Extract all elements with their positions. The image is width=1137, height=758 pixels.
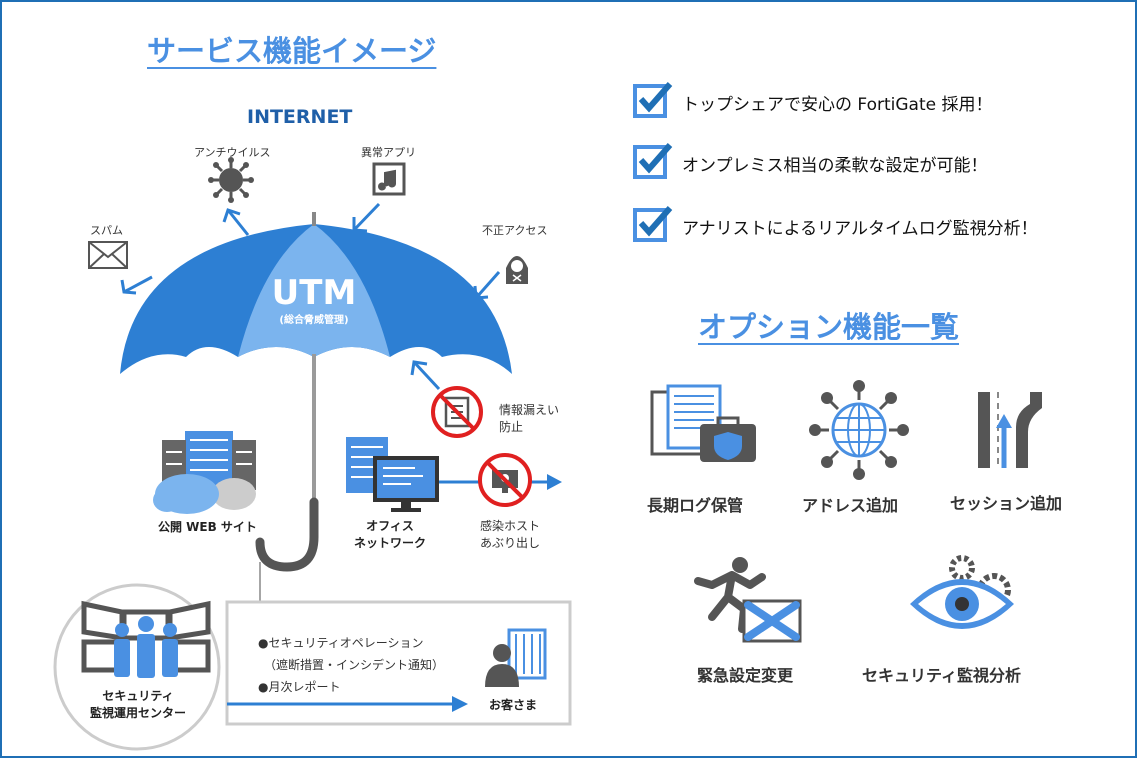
customer-label: お客さま [489, 698, 538, 712]
office-network-label: オフィス ネットワーク [354, 518, 426, 552]
option-security-analysis: セキュリティ監視分析 [862, 666, 1022, 685]
app-arrow [352, 202, 381, 232]
soc-label-line1: セキュリティ [102, 689, 174, 703]
soc-item-operations: ●セキュリティオペレーション [258, 636, 424, 650]
option-emergency-change: 緊急設定変更 [697, 666, 794, 685]
umbrella-title: UTM [272, 273, 357, 313]
feature-checkboxes [633, 82, 673, 242]
umbrella-light-panel [238, 224, 390, 357]
log-documents-icon [650, 384, 756, 462]
globe-network-icon [809, 380, 909, 480]
operators-icon [114, 616, 178, 678]
soc-item-report: ●月次レポート [258, 680, 341, 694]
office-network-line1: オフィス [366, 519, 414, 533]
unauthorized-access-label: 不正アクセス [482, 224, 548, 237]
antivirus-arrow [226, 209, 250, 236]
leak-arrow [412, 360, 441, 391]
infected-arrow-head [547, 474, 562, 490]
soc-service-list: ●セキュリティオペレーション （遮断措置・インシデント通知） ●月次レポート [258, 632, 444, 698]
umbrella-handle [255, 497, 319, 572]
infected-host-line2: あぶり出し [480, 536, 541, 550]
options-title: オプション機能一覧 [698, 310, 960, 344]
service-title: サービス機能イメージ [147, 34, 437, 68]
umbrella-subtitle: (総合脅威管理) [279, 313, 348, 326]
mail-icon [88, 241, 128, 269]
option-icons [650, 380, 1042, 643]
eye-gear-icon [910, 555, 1014, 629]
monitor-icon [373, 456, 439, 512]
leak-prevention-label: 情報漏えい 防止 [499, 402, 559, 436]
infected-prohibited-icon [478, 453, 532, 507]
soc-label-line2: 監視運用センター [89, 706, 186, 720]
checkbox-icon [633, 143, 673, 179]
leak-prevention-line2: 防止 [499, 420, 524, 434]
spam-arrow [123, 275, 153, 294]
option-add-session: セッション追加 [950, 494, 1063, 513]
antivirus-label: アンチウイルス [194, 146, 271, 159]
checkbox-icon [633, 206, 673, 242]
internet-label: INTERNET [247, 106, 353, 128]
unauth-arrow [474, 271, 501, 299]
office-network-line2: ネットワーク [354, 536, 427, 550]
feature-fortigate: トップシェアで安心の FortiGate 採用！ [682, 95, 993, 115]
hacker-icon [506, 256, 528, 284]
feature-flexible-config: オンプレミス相当の柔軟な設定が可能！ [682, 156, 988, 176]
soc-item-detail: （遮断措置・インシデント通知） [264, 658, 445, 672]
leak-prohibited-icon [431, 386, 483, 438]
virus-icon [208, 157, 254, 203]
checkbox-icon [633, 82, 673, 118]
infected-host-line1: 感染ホスト [480, 519, 541, 533]
report-arrow-head [452, 696, 468, 712]
music-app-icon [372, 162, 406, 196]
public-web-label: 公開 WEB サイト [158, 520, 257, 534]
option-log-retention: 長期ログ保管 [647, 496, 744, 515]
abnormal-app-label: 異常アプリ [361, 146, 416, 159]
session-lanes-icon [978, 392, 1042, 468]
spam-label: スパム [90, 224, 123, 237]
leak-prevention-line1: 情報漏えい [499, 403, 560, 417]
umbrella-diagram: UTM (総合脅威管理) [53, 157, 572, 751]
feature-realtime-monitoring: アナリストによるリアルタイムログ監視分析！ [682, 219, 1038, 239]
soc-label: セキュリティ 監視運用センター [88, 688, 188, 722]
infected-host-label: 感染ホスト あぶり出し [480, 518, 540, 552]
cloud-icon [153, 474, 256, 514]
runner-tools-icon [694, 557, 802, 643]
option-add-address: アドレス追加 [802, 496, 899, 515]
customer-icon [485, 628, 547, 687]
